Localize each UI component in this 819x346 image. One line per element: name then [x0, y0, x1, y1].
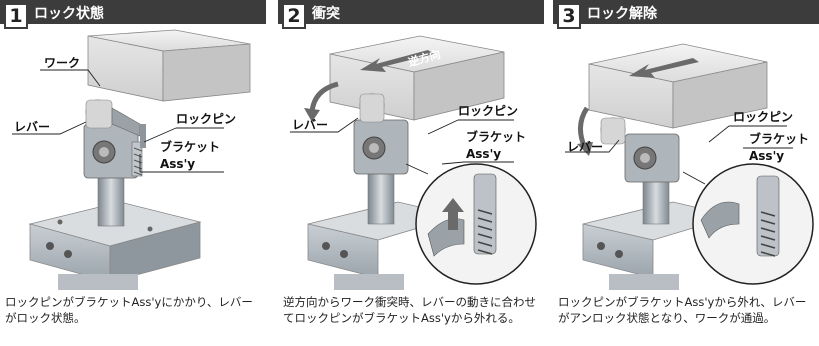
- bracket-label: ブラケット: [466, 130, 527, 144]
- panel-unlock: ロック解除 3: [553, 0, 819, 346]
- step-number: 2: [282, 3, 306, 29]
- lever-mechanism: [600, 117, 680, 183]
- work-block: [87, 29, 251, 102]
- direction-arrow: [629, 58, 699, 78]
- bracket-label-assy: Ass'y: [466, 147, 502, 161]
- panel-header: 衝突: [278, 0, 544, 24]
- panel-header: ロック状態: [0, 0, 266, 24]
- panel-header: ロック解除: [553, 0, 819, 24]
- lever-label: レバー: [567, 140, 604, 154]
- bracket-assembly: [131, 124, 146, 177]
- bracket-label: ブラケット: [160, 140, 221, 154]
- bracket-label-assy: Ass'y: [160, 157, 196, 171]
- lever-mechanism: [83, 99, 141, 179]
- cylinder-base: [28, 201, 202, 290]
- lock-pin-label: ロックピン: [176, 112, 237, 126]
- lock-pin-label: ロックピン: [458, 104, 519, 118]
- lever-label: レバー: [14, 120, 51, 134]
- panel-lock-state: ロック状態 1: [0, 0, 266, 346]
- work-label: ワーク: [44, 56, 81, 70]
- panel-title: 衝突: [312, 6, 340, 22]
- caption: 逆方向からワーク衝突時、レバーの動きに合わせてロックピンがブラケットAss'yか…: [283, 295, 536, 325]
- rotation-arrow: [309, 81, 339, 113]
- bracket-label-assy: Ass'y: [749, 149, 785, 163]
- panel-title: ロック解除: [587, 6, 657, 22]
- step-number: 1: [4, 3, 28, 29]
- lever-label: レバー: [292, 118, 329, 132]
- piston-rod: [97, 173, 125, 227]
- illustration-lock-state: [0, 24, 266, 290]
- panel-collision: 衝突 2: [278, 0, 544, 346]
- panel-title: ロック状態: [34, 6, 104, 22]
- direction-arrow: [360, 50, 434, 72]
- lock-pin-label: ロックピン: [733, 110, 794, 124]
- work-block: [588, 43, 768, 129]
- illustration-collision: [278, 24, 544, 290]
- step-number: 3: [557, 3, 581, 29]
- work-block: [329, 35, 505, 121]
- up-arrow: [448, 210, 458, 230]
- lever-mechanism: [353, 93, 409, 175]
- detail-magnifier: [682, 163, 814, 285]
- caption: ロックピンがブラケットAss'yにかかり、レバーがロック状態。: [5, 295, 253, 325]
- caption: ロックピンがブラケットAss'yから外れ、レバーがアンロック状態となり、ワークが…: [558, 295, 807, 325]
- bracket-label: ブラケット: [749, 132, 810, 146]
- detail-magnifier: [405, 163, 537, 285]
- illustration-unlock: [553, 24, 819, 290]
